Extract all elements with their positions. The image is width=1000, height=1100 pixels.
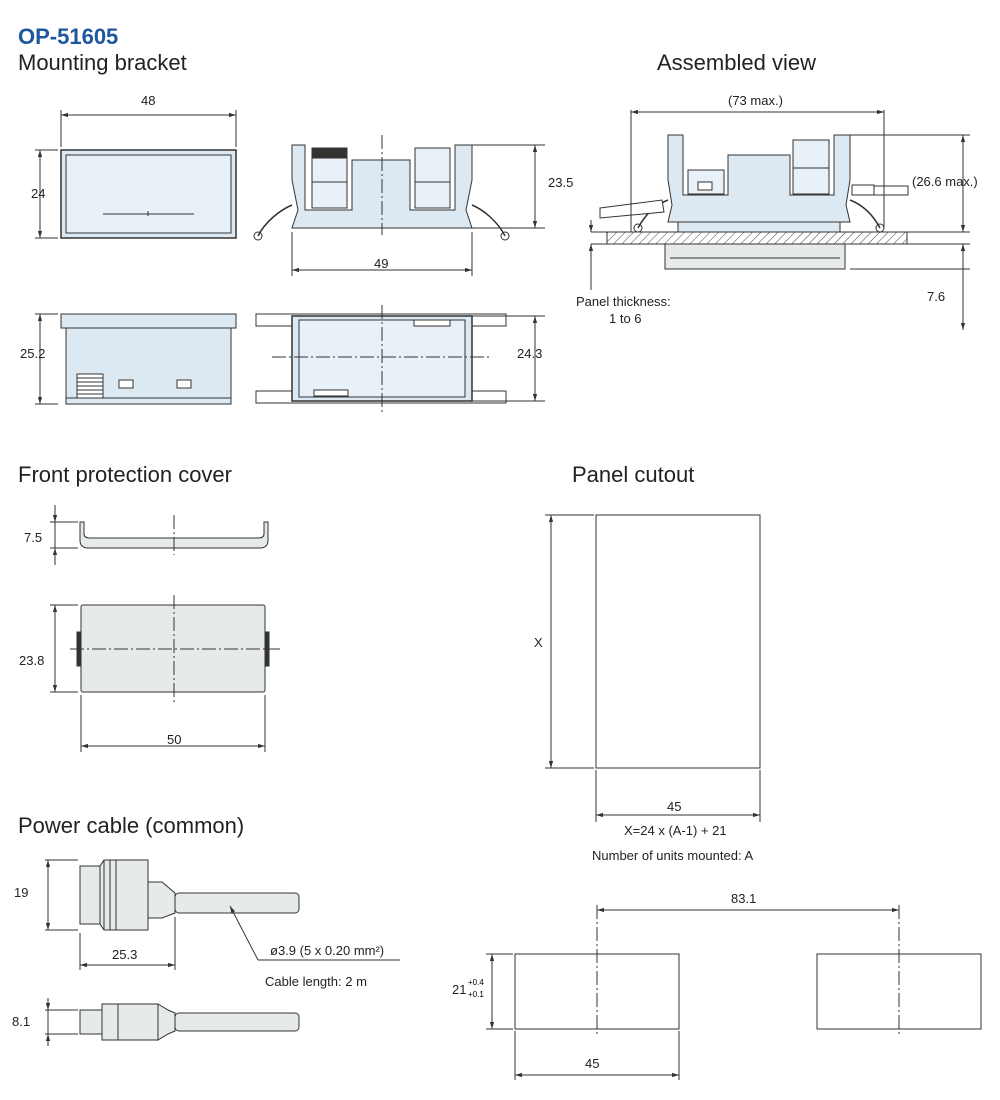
dim-23-5: 23.5	[548, 175, 574, 190]
dim-73-max: (73 max.)	[728, 93, 783, 108]
dim-21-tolerance-upper: +0.4	[468, 978, 484, 987]
dim-24: 24	[31, 186, 46, 201]
dim-7-5: 7.5	[24, 530, 43, 545]
assembled-view	[588, 109, 970, 330]
dim-7-6: 7.6	[927, 289, 946, 304]
units-note: Number of units mounted: A	[592, 848, 754, 863]
dim-49: 49	[374, 256, 389, 271]
dim-21-tolerance-lower: +0.1	[468, 990, 484, 999]
bracket-front-view	[35, 110, 237, 239]
cable-diameter: ø3.9 (5 x 0.20 mm²)	[270, 943, 385, 958]
panel-cutout-multi	[486, 905, 982, 1080]
dim-26-6-max: (26.6 max.)	[912, 174, 978, 189]
cable-length: Cable length: 2 m	[265, 974, 367, 989]
dim-45-bottom: 45	[585, 1056, 600, 1071]
dim-25-2: 25.2	[20, 346, 46, 361]
dim-21: 21	[452, 982, 466, 997]
power-cable-side	[45, 859, 400, 970]
cutout-formula: X=24 x (A-1) + 21	[624, 823, 727, 838]
dim-25-3: 25.3	[112, 947, 138, 962]
dim-50: 50	[167, 732, 182, 747]
dim-x: X	[534, 635, 543, 650]
front-cover-top	[50, 595, 280, 752]
dim-83-1: 83.1	[731, 891, 757, 906]
dim-45: 45	[667, 799, 682, 814]
bracket-side-view	[253, 135, 545, 276]
bracket-top-view	[255, 305, 545, 412]
section-front-cover: Front protection cover	[18, 462, 232, 487]
dim-21-value: 21	[452, 982, 467, 997]
section-power-cable: Power cable (common)	[18, 813, 245, 838]
page-title: OP-51605	[18, 24, 119, 49]
dim-24-3: 24.3	[517, 346, 543, 361]
dim-19: 19	[14, 885, 29, 900]
bracket-bottom-view	[35, 313, 237, 405]
dim-23-8: 23.8	[19, 653, 45, 668]
panel-thickness-label: Panel thickness:	[576, 294, 671, 309]
section-panel-cutout: Panel cutout	[572, 462, 695, 487]
power-cable-top	[45, 998, 300, 1046]
dim-48: 48	[141, 93, 156, 108]
dim-8-1: 8.1	[12, 1014, 31, 1029]
panel-cutout-single	[545, 514, 761, 822]
section-assembled-view: Assembled view	[657, 50, 816, 75]
front-cover-side	[50, 505, 269, 565]
panel-thickness-range: 1 to 6	[609, 311, 642, 326]
section-mounting-bracket: Mounting bracket	[18, 50, 187, 75]
